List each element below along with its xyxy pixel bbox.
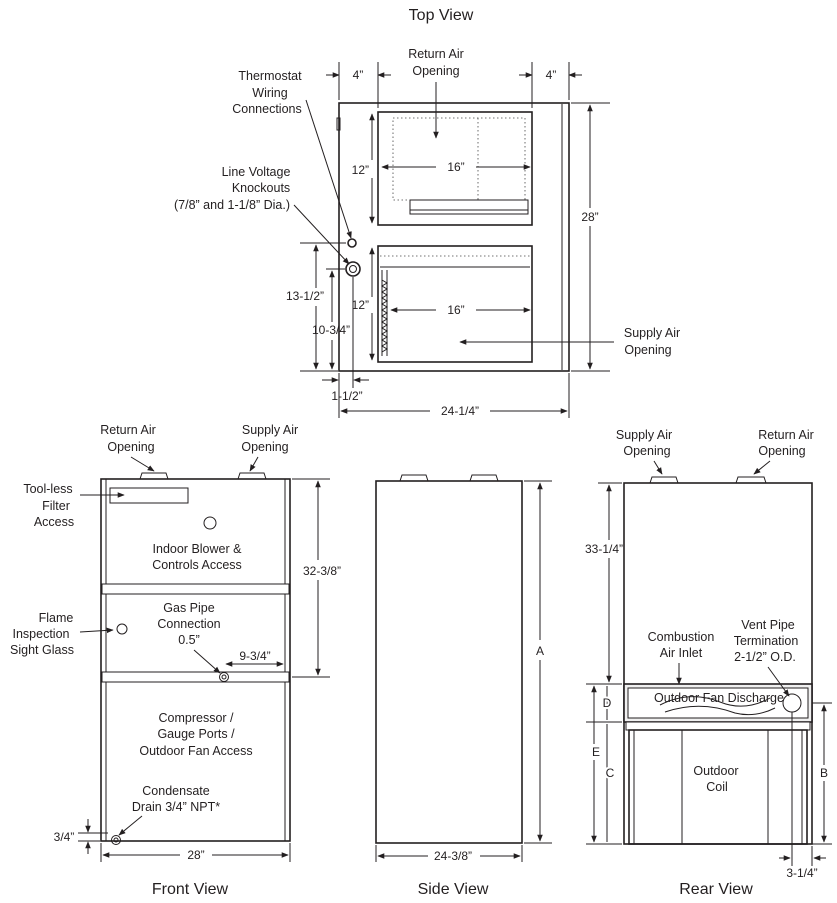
filter-label-1: Tool-less xyxy=(23,482,72,496)
dim-rear-33: 33-1/4” xyxy=(585,542,623,556)
outdoor-coil xyxy=(628,729,808,845)
compressor-label-2: Gauge Ports / xyxy=(157,727,235,741)
dim-front-32: 32-3/8” xyxy=(303,564,341,578)
dim-side-24: 24-3/8” xyxy=(434,849,472,863)
dim-top-w16-b: 16” xyxy=(447,303,464,317)
side-view-unit xyxy=(375,474,523,844)
dim-rear-c: C xyxy=(606,766,615,780)
dim-top-1-half: 1-1/2” xyxy=(331,389,362,403)
combustion-label-2: Air Inlet xyxy=(660,646,703,660)
dim-top-h12-b: 12” xyxy=(352,298,369,312)
vent-label-3: 2-1/2” O.D. xyxy=(734,650,796,664)
top-view-title: Top View xyxy=(409,7,474,24)
front-return-air-label-2: Opening xyxy=(107,440,154,454)
side-view-title: Side View xyxy=(418,881,489,898)
compressor-label-1: Compressor / xyxy=(158,711,234,725)
dim-side-a: A xyxy=(536,644,544,658)
gas-pipe-connection xyxy=(219,672,229,682)
top-return-opening xyxy=(377,111,533,226)
dim-top-10-3q: 10-3/4” xyxy=(312,323,350,337)
combustion-label-1: Combustion xyxy=(648,630,715,644)
dim-top-left-4: 4” xyxy=(353,68,364,82)
gas-label-1: Gas Pipe xyxy=(163,601,214,615)
filter-label-3: Access xyxy=(34,515,74,529)
flame-label-1: Flame xyxy=(39,611,74,625)
coil-label-1: Outdoor xyxy=(693,764,738,778)
vent-pipe-termination xyxy=(782,693,802,713)
compressor-label-3: Outdoor Fan Access xyxy=(139,744,252,758)
front-view-title: Front View xyxy=(152,881,229,898)
top-return-air-label-1: Return Air xyxy=(408,47,464,61)
dim-front-28: 28” xyxy=(187,848,204,862)
sight-glass xyxy=(116,623,128,635)
front-supply-air-label-1: Supply Air xyxy=(242,423,298,437)
rear-supply-air-label-2: Opening xyxy=(623,444,670,458)
front-supply-air-label-2: Opening xyxy=(241,440,288,454)
coil-label-2: Coil xyxy=(706,780,728,794)
front-view-unit xyxy=(100,472,291,845)
condensate-label-2: Drain 3/4” NPT* xyxy=(132,800,220,814)
top-supply-air-label-1: Supply Air xyxy=(624,326,680,340)
top-return-air-label-2: Opening xyxy=(412,64,459,78)
thermostat-label-2: Wiring xyxy=(252,86,287,100)
line-voltage-label-1: Line Voltage xyxy=(222,165,291,179)
dim-top-width-24: 24-1/4” xyxy=(441,404,479,418)
line-voltage-label-2: Knockouts xyxy=(232,181,290,195)
thermostat-knockout xyxy=(347,238,357,248)
line-voltage-knockout xyxy=(345,261,361,277)
thermostat-label-1: Thermostat xyxy=(238,69,302,83)
top-supply-opening xyxy=(377,245,533,363)
thermostat-label-3: Connections xyxy=(232,102,302,116)
fan-discharge-label: Outdoor Fan Discharge xyxy=(654,691,784,705)
front-view-dimensions: 32-3/8” 9-3/4” 3/4” 28” xyxy=(54,478,341,862)
blower-label-2: Controls Access xyxy=(152,558,242,572)
dim-top-13-half: 13-1/2” xyxy=(286,289,324,303)
dim-top-w16-a: 16” xyxy=(447,160,464,174)
dim-rear-3q: 3-1/4” xyxy=(786,866,817,880)
rear-view-unit xyxy=(623,476,813,845)
rear-supply-air-label-1: Supply Air xyxy=(616,428,672,442)
gas-label-3: 0.5” xyxy=(178,633,200,647)
rear-view-dimensions: 33-1/4” D C E B 3-1/4” xyxy=(585,482,832,880)
flame-label-3: Sight Glass xyxy=(10,643,74,657)
front-return-air-label-1: Return Air xyxy=(100,423,156,437)
rear-return-air-label-1: Return Air xyxy=(758,428,814,442)
dim-top-h12-a: 12” xyxy=(352,163,369,177)
rear-view-title: Rear View xyxy=(679,881,753,898)
vent-label-2: Termination xyxy=(734,634,799,648)
condensate-drain xyxy=(111,835,121,845)
line-voltage-label-3: (7/8” and 1-1/8” Dia.) xyxy=(174,198,290,212)
dim-front-3q: 3/4” xyxy=(54,830,75,844)
condensate-label-1: Condensate xyxy=(142,784,209,798)
blower-access-hole xyxy=(203,516,217,530)
filter-label-2: Filter xyxy=(42,499,70,513)
top-supply-air-label-2: Opening xyxy=(624,343,671,357)
vent-label-1: Vent Pipe xyxy=(741,618,795,632)
side-view-dimensions: A 24-3/8” xyxy=(375,480,552,863)
blower-label-1: Indoor Blower & xyxy=(153,542,243,556)
top-view-unit xyxy=(336,102,570,372)
gas-label-2: Connection xyxy=(157,617,220,631)
dim-front-9: 9-3/4” xyxy=(239,649,270,663)
dim-rear-b: B xyxy=(820,766,828,780)
dim-top-depth-28: 28” xyxy=(581,210,598,224)
dim-top-right-4: 4” xyxy=(546,68,557,82)
rear-return-air-label-2: Opening xyxy=(758,444,805,458)
dim-rear-e: E xyxy=(592,745,600,759)
dim-rear-d: D xyxy=(603,696,612,710)
flame-label-2: Inspection xyxy=(13,627,70,641)
top-view-dimensions: 4” 4” 12” 16” 12” 16” 28” 13-1/2” 10-3/4… xyxy=(286,62,610,418)
